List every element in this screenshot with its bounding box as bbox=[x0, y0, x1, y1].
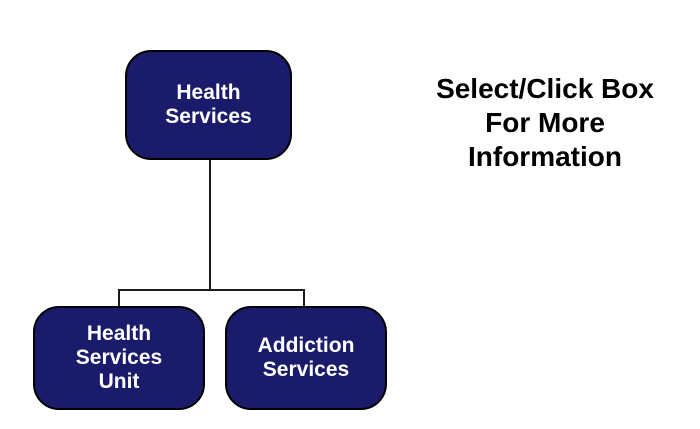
org-box-health-services-label: Health Services bbox=[165, 81, 251, 129]
org-box-label-line: Services bbox=[75, 346, 163, 369]
org-box-addiction-services[interactable]: Addiction Services bbox=[225, 306, 387, 410]
org-box-label-line: Services bbox=[262, 358, 350, 381]
org-box-health-services-unit[interactable]: Health Services Unit bbox=[33, 306, 205, 410]
instruction-text-line: Information bbox=[468, 141, 622, 172]
instruction-text: Select/Click Box For More Information bbox=[400, 72, 690, 174]
org-box-label-line: Unit bbox=[98, 370, 140, 393]
org-box-label-line: Services bbox=[165, 105, 252, 128]
connector-left-drop bbox=[118, 289, 120, 307]
instruction-text-line: For More bbox=[485, 107, 605, 138]
connector-root-vertical bbox=[209, 160, 211, 290]
org-box-label-line: Health bbox=[176, 81, 241, 104]
org-box-label-line: Health bbox=[86, 322, 152, 345]
connector-horizontal bbox=[118, 289, 305, 291]
org-box-health-services-unit-label: Health Services Unit bbox=[76, 322, 162, 394]
org-box-addiction-services-label: Addiction Services bbox=[258, 334, 355, 382]
org-box-label-line: Addiction bbox=[257, 334, 355, 357]
connector-right-drop bbox=[303, 289, 305, 307]
org-box-health-services[interactable]: Health Services bbox=[125, 50, 292, 160]
instruction-text-line: Select/Click Box bbox=[436, 73, 654, 104]
